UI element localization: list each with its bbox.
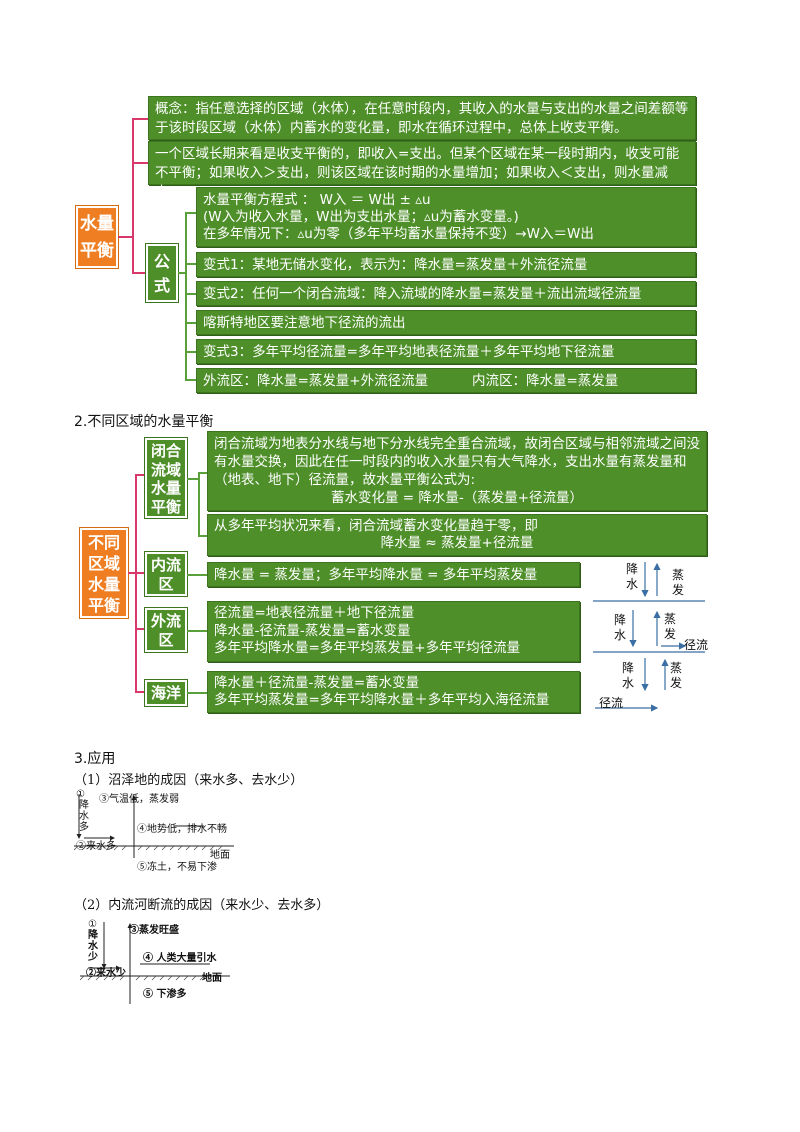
connector-line: [198, 535, 208, 537]
section2-heading: 2.不同区域的水量平衡: [74, 414, 214, 430]
formula-label: 公 式: [146, 244, 178, 302]
inland-area-box: 降水量 = 蒸发量；多年平均降水量 = 多年平均蒸发量: [207, 562, 580, 587]
swamp-diagram-lines: [74, 794, 234, 858]
inland-ground: 地面: [202, 973, 222, 984]
section3-heading: 3.应用: [74, 751, 116, 767]
case2-title: （2）内流河断流的成因（来水少、去水多）: [74, 898, 330, 913]
connector-line: [185, 263, 196, 265]
inland-precip: 降水少: [88, 930, 98, 963]
connector-line: [135, 628, 145, 630]
connector-line: [135, 691, 145, 693]
swamp-n5: ⑤冻土，不易下渗: [137, 862, 217, 873]
diagram-lines: [593, 562, 705, 712]
inland-area-label: 内流 区: [145, 552, 187, 596]
connector-line: [128, 572, 136, 574]
connector-line: [118, 236, 133, 238]
swamp-n3: ③气温低，蒸发弱: [99, 794, 179, 805]
outflow-area-label: 外流 区: [145, 608, 187, 652]
outflow-inflow-box: 外流区：降水量=蒸发量+外流径流量 内流区：降水量=蒸发量: [196, 368, 696, 393]
connector-line: [185, 293, 196, 295]
connector-line: [187, 630, 208, 632]
diagram-evap-bot: 蒸发: [670, 661, 683, 690]
swamp-precip: 降水多: [79, 800, 89, 833]
connector-line: [135, 474, 137, 692]
inland-n3: ③蒸发旺盛: [129, 925, 179, 936]
formula-main-box: 水量平衡方程式 ： W入 ＝ W出 ± ▵u (W入为收入水量，W出为支出水量；…: [196, 187, 696, 247]
connector-line: [187, 574, 208, 576]
connector-line: [135, 474, 145, 476]
concept-box: 概念：指任意选择的区域（水体），在任意时段内，其收入的水量与支出的水量之间差额等…: [148, 96, 696, 140]
connector-line: [185, 212, 196, 214]
swamp-n1: ①: [76, 789, 85, 800]
inland-n1: ①: [88, 919, 97, 930]
inland-river-diagram-lines: [80, 922, 230, 1004]
swamp-ground: 地面: [210, 850, 230, 861]
connector-line: [187, 692, 208, 694]
section2-title: 不同 区域 水量 平衡: [80, 528, 128, 618]
variant3-box: 变式3：多年平均径流量=多年平均地表径流量＋多年平均地下径流量: [196, 339, 696, 364]
connector-line: [178, 272, 186, 274]
connector-line: [185, 351, 196, 353]
diagram-evap-mid: 蒸发: [664, 612, 677, 641]
diagram-precip-top: 降水: [626, 562, 639, 591]
swamp-n4: ④地势低，排水不畅: [137, 824, 227, 835]
diagram-runoff-mid: 径流: [684, 638, 709, 652]
connector-line: [185, 322, 196, 324]
longterm-balance-box: 一个区域长期来看是收支平衡的，即收入=支出。但某个区域在某一段时期内，收支可能不…: [148, 141, 696, 200]
ocean-label: 海洋: [145, 680, 187, 706]
ocean-box: 降水量＋径流量-蒸发量=蓄水变量 多年平均蒸发量=多年平均降水量＋多年平均入海径…: [207, 671, 580, 713]
closed-basin-label: 闭合 流域 水量 平衡: [145, 438, 187, 518]
inland-n4: ④ 人类大量引水: [143, 953, 217, 964]
connector-line: [132, 162, 148, 164]
closed-basin-average-box: 从多年平均状况来看，闭合流域蓄水变化量趋于零，即 降水量 ≈ 蒸发量+径流量: [207, 514, 707, 556]
connector-line: [198, 472, 208, 474]
variant2-box: 变式2：任何一个闭合流域：降入流域的降水量=蒸发量＋流出流域径流量: [196, 281, 696, 306]
karst-box: 喀斯特地区要注意地下径流的流出: [196, 310, 696, 335]
case1-title: （1）沼泽地的成因（来水多、去水少）: [74, 773, 304, 788]
inland-n2: ②来水少: [86, 968, 126, 979]
diagram-precip-mid: 降水: [614, 613, 627, 642]
connector-line: [185, 379, 196, 381]
diagram-evap-top: 蒸发: [672, 568, 685, 597]
swamp-n2: ②来水多: [76, 841, 116, 852]
inland-n5: ⑤ 下渗多: [143, 989, 187, 1000]
connector-line: [198, 472, 200, 536]
connector-line: [132, 118, 134, 273]
connector-line: [132, 118, 148, 120]
diagram-runoff-bot: 径流: [599, 696, 624, 710]
variant1-box: 变式1：某地无储水变化，表示为：降水量=蒸发量＋外流径流量: [196, 252, 696, 277]
connector-line: [187, 478, 199, 480]
connector-line: [135, 572, 145, 574]
section1-title: 水量 平衡: [76, 206, 118, 268]
closed-basin-definition-box: 闭合流域为地表分水线与地下分水线完全重合流域，故闭合区域与相邻流域之间没有水量交…: [207, 431, 707, 511]
outflow-area-box: 径流量=地表径流量＋地下径流量 降水量-径流量-蒸发量=蓄水变量 多年平均降水量…: [207, 601, 580, 662]
connector-line: [185, 212, 187, 380]
connector-line: [132, 272, 146, 274]
diagram-precip-bot: 降水: [622, 661, 635, 690]
